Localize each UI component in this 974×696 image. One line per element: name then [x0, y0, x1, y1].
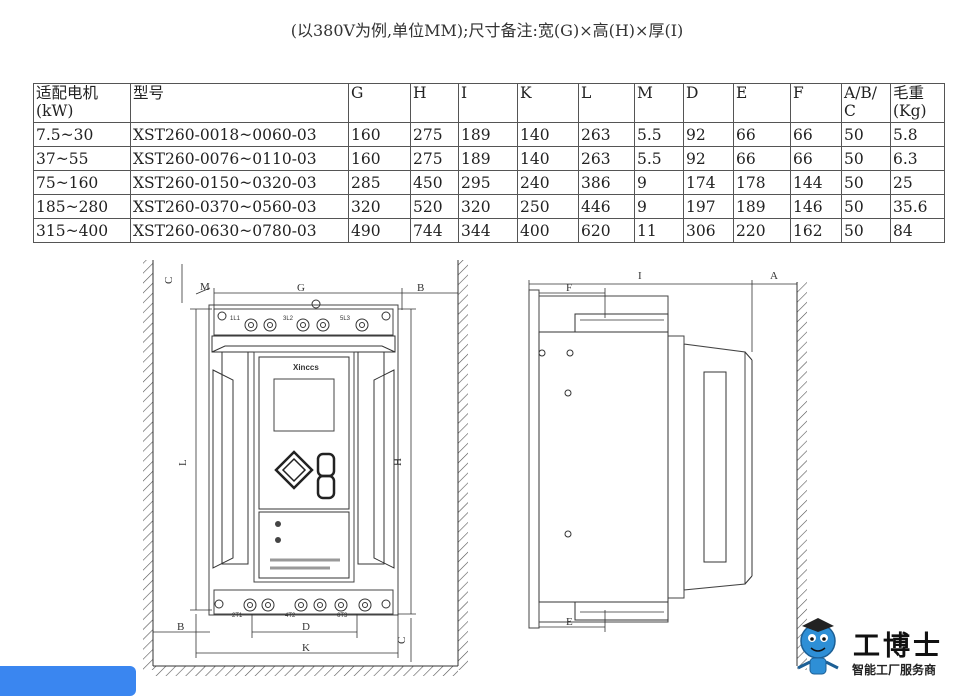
- table-cell: 92: [683, 146, 734, 171]
- col-m: M: [634, 83, 684, 123]
- logo-mascot-icon: [797, 618, 839, 675]
- svg-text:L: L: [177, 459, 189, 466]
- device-text: Xinccs 1L1 3L2 5L3 2T1 4T2 6T3: [230, 316, 351, 619]
- svg-text:A: A: [770, 270, 778, 282]
- svg-text:H: H: [392, 458, 404, 466]
- table-cell: 11: [634, 218, 684, 243]
- table-cell: 9: [634, 194, 684, 219]
- table-cell: 197: [683, 194, 734, 219]
- col-abc: A/B/ C: [841, 83, 891, 123]
- table-cell: 295: [458, 170, 518, 195]
- svg-text:D: D: [302, 621, 310, 633]
- dimension-table: 适配电机 (kW) 型号 G H I K L M D E F A/B/ C 毛重…: [33, 83, 945, 243]
- table-cell: 50: [841, 194, 891, 219]
- svg-text:B: B: [417, 282, 424, 294]
- svg-text:4T2: 4T2: [285, 613, 296, 619]
- svg-text:B: B: [177, 621, 184, 633]
- table-cell: XST260-0370~0560-03: [130, 194, 349, 219]
- logo-title: 工博士: [853, 631, 943, 662]
- table-cell: 75~160: [33, 170, 131, 195]
- table-cell: 520: [410, 194, 459, 219]
- table-cell: 185~280: [33, 194, 131, 219]
- col-weight: 毛重 (Kg): [890, 83, 945, 123]
- table-cell: 386: [578, 170, 635, 195]
- table-header-row: 适配电机 (kW) 型号 G H I K L M D E F A/B/ C 毛重…: [33, 83, 945, 123]
- col-k: K: [517, 83, 579, 123]
- table-cell: 220: [733, 218, 791, 243]
- col-f: F: [790, 83, 842, 123]
- table-cell: 160: [348, 122, 411, 147]
- svg-text:K: K: [302, 642, 310, 654]
- blue-tab[interactable]: [0, 666, 136, 696]
- svg-text:E: E: [566, 616, 573, 628]
- table-cell: 344: [458, 218, 518, 243]
- svg-text:C: C: [396, 637, 408, 644]
- svg-text:5L3: 5L3: [340, 316, 351, 322]
- side-view: [528, 280, 807, 670]
- table-cell: 50: [841, 146, 891, 171]
- svg-text:I: I: [638, 270, 642, 282]
- front-view: [143, 260, 468, 676]
- table-cell: 400: [517, 218, 579, 243]
- col-l: L: [578, 83, 635, 123]
- col-e: E: [733, 83, 791, 123]
- dimension-letters: C M G B L H B D K C F I A E: [163, 270, 778, 654]
- table-cell: 50: [841, 170, 891, 195]
- svg-text:2T1: 2T1: [232, 613, 243, 619]
- svg-text:3L2: 3L2: [283, 316, 294, 322]
- table-cell: 160: [348, 146, 411, 171]
- svg-text:M: M: [200, 281, 210, 293]
- col-i: I: [458, 83, 518, 123]
- table-cell: 178: [733, 170, 791, 195]
- caption: (以380V为例,单位MM);尺寸备注:宽(G)×高(H)×厚(I): [290, 21, 684, 40]
- logo-subtitle: 智能工厂服务商: [852, 663, 937, 677]
- table-cell: 66: [733, 146, 791, 171]
- table-cell: 315~400: [33, 218, 131, 243]
- table-cell: XST260-0150~0320-03: [130, 170, 349, 195]
- table-cell: 162: [790, 218, 842, 243]
- table-cell: 84: [890, 218, 945, 243]
- table-cell: 320: [458, 194, 518, 219]
- table-cell: 50: [841, 218, 891, 243]
- svg-text:1L1: 1L1: [230, 316, 241, 322]
- table-cell: 189: [458, 146, 518, 171]
- table-cell: 140: [517, 122, 579, 147]
- svg-text:C: C: [163, 277, 175, 284]
- table-cell: 250: [517, 194, 579, 219]
- svg-text:G: G: [297, 282, 305, 294]
- table-cell: 275: [410, 146, 459, 171]
- table-cell: 189: [733, 194, 791, 219]
- table-cell: 6.3: [890, 146, 945, 171]
- table-cell: 37~55: [33, 146, 131, 171]
- table-cell: 189: [458, 122, 518, 147]
- table-cell: 306: [683, 218, 734, 243]
- table-cell: 92: [683, 122, 734, 147]
- table-cell: 7.5~30: [33, 122, 131, 147]
- table-cell: XST260-0630~0780-03: [130, 218, 349, 243]
- table-cell: 285: [348, 170, 411, 195]
- svg-text:F: F: [566, 282, 572, 294]
- brand-label: Xinccs: [293, 363, 319, 372]
- table-cell: 66: [790, 122, 842, 147]
- col-motor: 适配电机 (kW): [33, 83, 131, 123]
- table-cell: 490: [348, 218, 411, 243]
- svg-text:6T3: 6T3: [337, 613, 348, 619]
- table-cell: 240: [517, 170, 579, 195]
